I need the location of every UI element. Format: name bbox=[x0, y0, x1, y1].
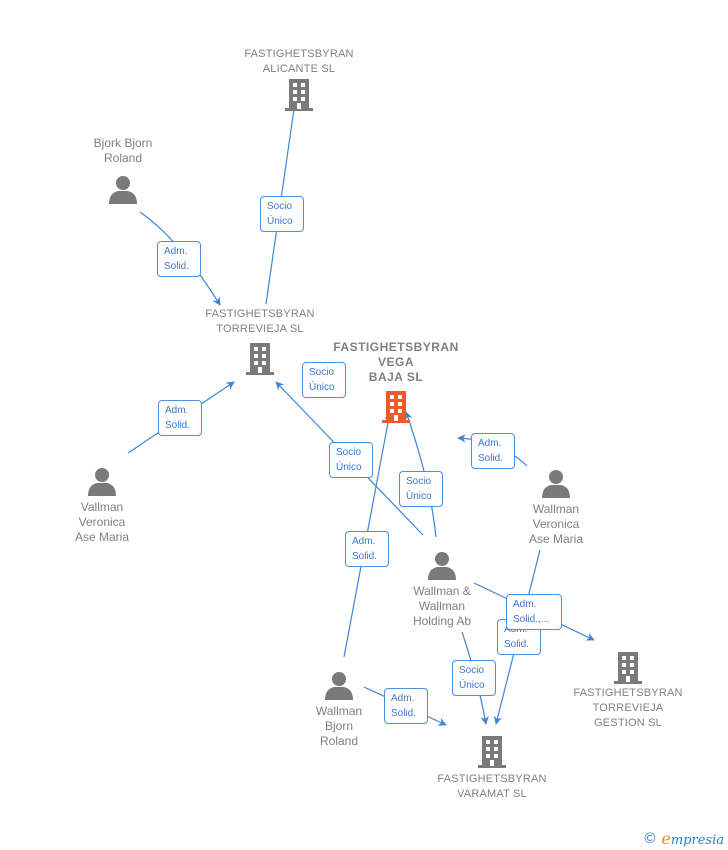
edge-label-wallmanbjorn-vegabaja[interactable]: Adm. Solid. bbox=[345, 531, 389, 567]
edge-label-torrevieja-alicante[interactable]: Socio Único bbox=[260, 196, 304, 232]
node-label: Bjork Bjorn Roland bbox=[93, 136, 153, 165]
node-varamat[interactable]: FASTIGHETSBYRAN VARAMAT SL bbox=[427, 734, 557, 802]
node-bjork[interactable]: Bjork Bjorn Roland bbox=[73, 136, 173, 204]
brand-initial: e bbox=[661, 829, 671, 848]
node-wallman-veronica[interactable]: Wallman Veronica Ase Maria bbox=[506, 468, 606, 547]
node-wallman-bjorn[interactable]: Wallman Bjorn Roland bbox=[289, 670, 389, 749]
node-torrevieja[interactable]: FASTIGHETSBYRAN TORREVIEJA SL bbox=[195, 307, 325, 377]
building-icon bbox=[246, 343, 274, 375]
person-icon bbox=[542, 470, 570, 498]
node-label: FASTIGHETSBYRAN TORREVIEJA GESTION SL bbox=[573, 687, 683, 729]
edge-label-holding-varamat[interactable]: Socio Único bbox=[452, 660, 496, 696]
edge-label-vallman-torrevieja[interactable]: Adm. Solid. bbox=[158, 400, 202, 436]
person-icon bbox=[109, 176, 137, 204]
node-label: Vallman Veronica Ase Maria bbox=[74, 500, 130, 544]
node-label: Wallman & Wallman Holding Ab bbox=[412, 584, 472, 628]
node-label: FASTIGHETSBYRAN ALICANTE SL bbox=[244, 48, 354, 75]
copyright-icon: © bbox=[644, 830, 656, 847]
building-icon bbox=[478, 736, 506, 768]
node-alicante[interactable]: FASTIGHETSBYRAN ALICANTE SL bbox=[234, 47, 364, 113]
edge-label-holding-torrevieja[interactable]: Socio Único bbox=[329, 442, 373, 478]
node-vallman[interactable]: Vallman Veronica Ase Maria bbox=[52, 466, 152, 545]
node-gestion[interactable]: FASTIGHETSBYRAN TORREVIEJA GESTION SL bbox=[563, 650, 693, 731]
node-label: Wallman Bjorn Roland bbox=[315, 704, 363, 748]
edge-label-vegabaja-torrevieja[interactable]: Socio Único bbox=[302, 362, 346, 398]
building-icon bbox=[285, 79, 313, 111]
building-icon bbox=[614, 652, 642, 684]
person-icon bbox=[325, 672, 353, 700]
node-label: FASTIGHETSBYRAN VEGA BAJA SL bbox=[333, 340, 459, 384]
person-icon bbox=[88, 468, 116, 496]
footer-brand: © empresia bbox=[644, 829, 724, 848]
node-holding[interactable]: Wallman & Wallman Holding Ab bbox=[392, 550, 492, 629]
edge-label-holding-gestion[interactable]: Adm. Solid.,... bbox=[506, 594, 562, 630]
edge-label-bjork-torrevieja[interactable]: Adm. Solid. bbox=[157, 241, 201, 277]
building-icon bbox=[382, 391, 410, 423]
edge-label-wallmanbjorn-varamat[interactable]: Adm. Solid. bbox=[384, 688, 428, 724]
node-label: FASTIGHETSBYRAN TORREVIEJA SL bbox=[205, 308, 315, 335]
node-vega-baja[interactable]: FASTIGHETSBYRAN VEGA BAJA SL bbox=[326, 340, 466, 425]
edge-label-holding-vegabaja[interactable]: Socio Único bbox=[399, 471, 443, 507]
brand-name: mpresia bbox=[670, 833, 724, 848]
brand-logo[interactable]: empresia bbox=[661, 829, 724, 848]
node-label: Wallman Veronica Ase Maria bbox=[528, 502, 584, 546]
edge-label-wallmanveronica-vegabaja[interactable]: Adm. Solid. bbox=[471, 433, 515, 469]
node-label: FASTIGHETSBYRAN VARAMAT SL bbox=[437, 773, 547, 800]
person-icon bbox=[428, 552, 456, 580]
